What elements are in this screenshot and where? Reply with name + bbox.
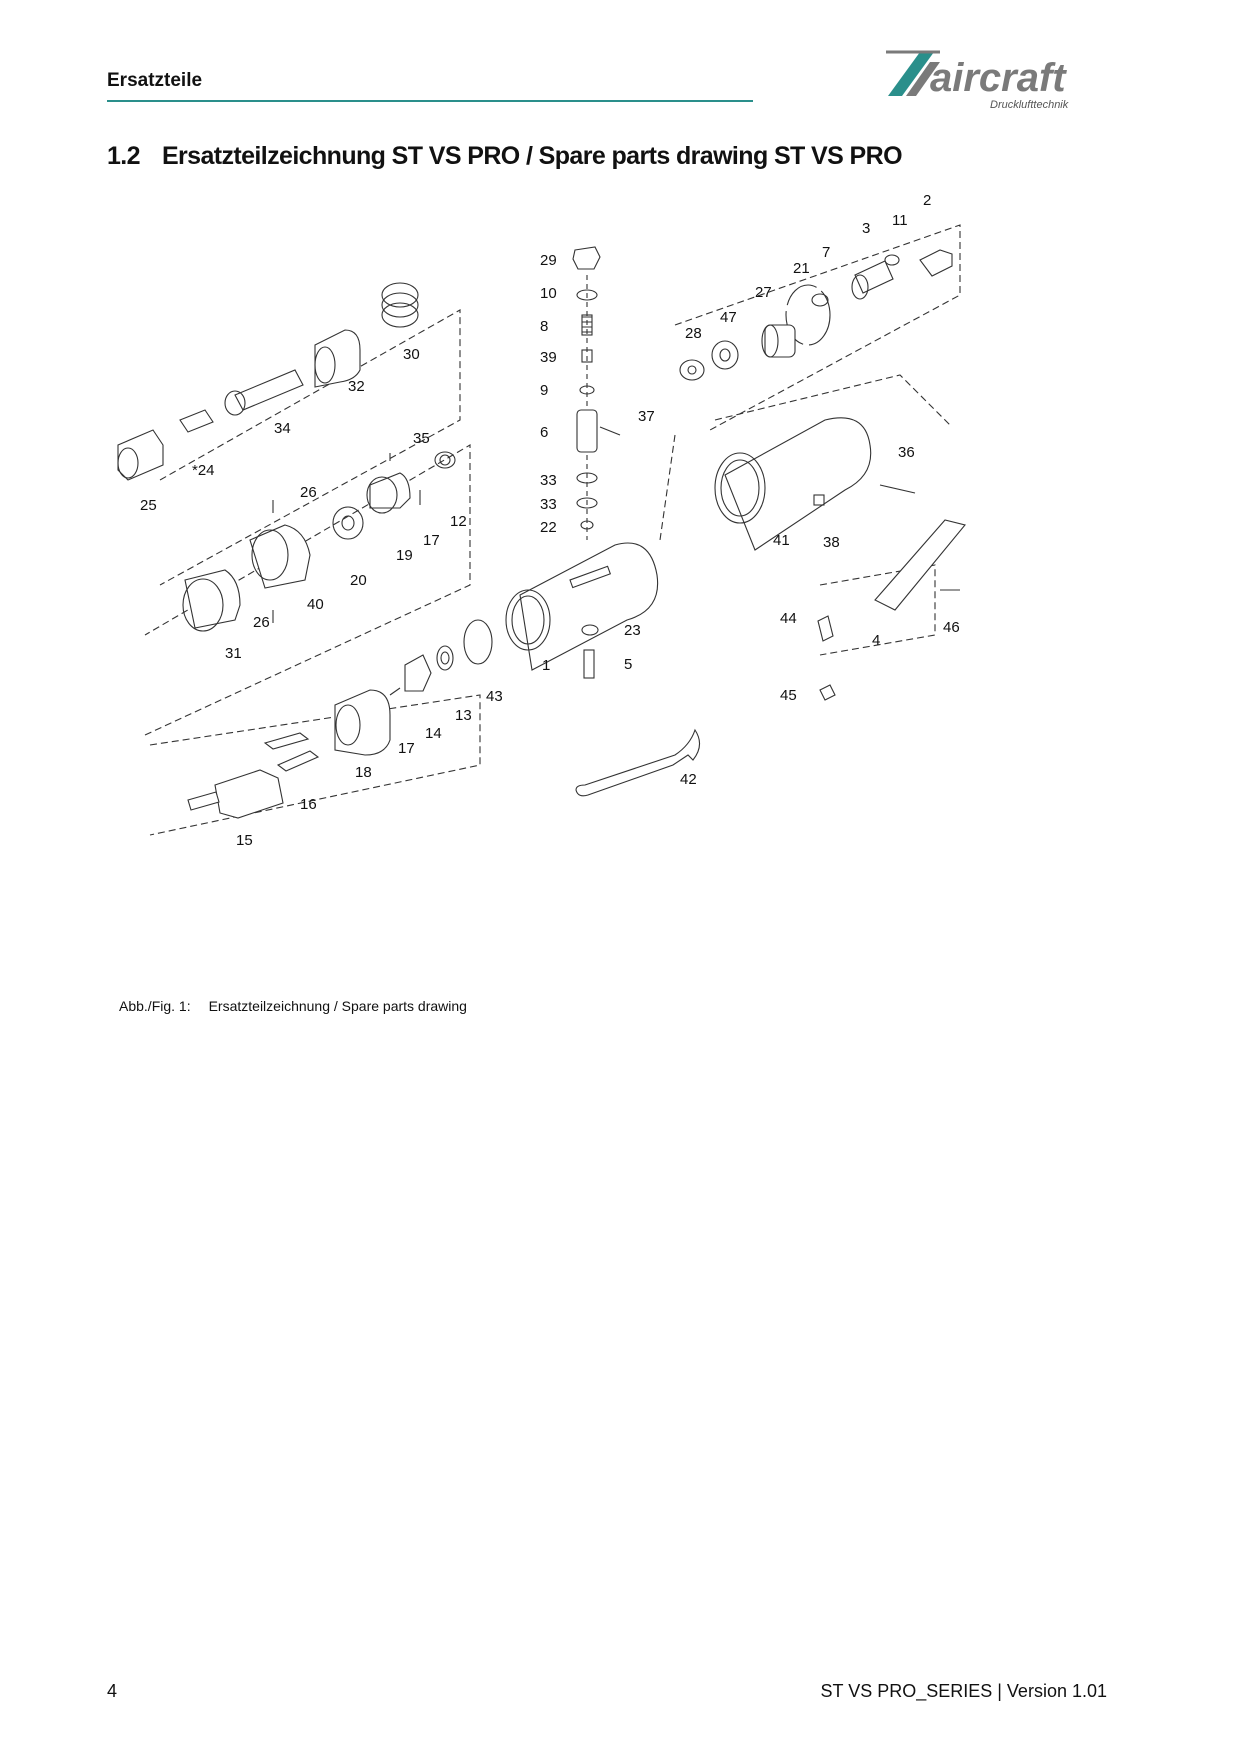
part-label: 29 [540,252,557,269]
part-label: 33 [540,496,557,513]
logo-brand-text: aircraft [930,56,1067,100]
part-label: 7 [822,244,830,261]
header-title: Ersatzteile [107,70,203,91]
part-label: 30 [403,346,420,363]
part-label: 40 [307,596,324,613]
part-label: 22 [540,519,557,536]
part-label: 28 [685,325,702,342]
aircraft-logo-icon: aircraft Drucklufttechnik [880,46,1110,112]
part-label: 17 [398,740,415,757]
footer-document-version: ST VS PRO_SERIES | Version 1.01 [820,1681,1107,1701]
part-label: 35 [413,430,430,447]
part-label: 20 [350,572,367,589]
part-label: 21 [793,260,810,277]
part-label: 23 [624,622,641,639]
part-label: 3 [862,220,870,237]
part-label: *24 [192,462,215,479]
logo-tagline: Drucklufttechnik [990,99,1069,111]
section-title: Ersatzteilzeichnung ST VS PRO / Spare pa… [161,142,903,170]
part-label: 25 [140,497,157,514]
part-label: 26 [253,614,270,631]
section-heading: 1.2 Ersatzteilzeichnung ST VS PRO / Spare… [107,142,903,171]
figure-caption-text: Ersatzteilzeichnung / Spare parts drawin… [208,998,467,1014]
part-label: 32 [348,378,365,395]
part-label: 5 [624,656,632,673]
part-label: 38 [823,534,840,551]
part-label: 42 [680,771,697,788]
header-divider [107,100,753,102]
page-number: 4 [107,1681,118,1701]
section-number: 1.2 [107,142,141,170]
part-label: 15 [236,832,253,849]
part-label: 9 [540,382,548,399]
part-label: 11 [892,212,908,229]
part-label: 39 [540,349,557,366]
part-label: 12 [450,513,467,530]
part-label: 31 [225,645,242,662]
part-label: 34 [274,420,291,437]
figure-caption: Abb./Fig. 1: Ersatzteilzeichnung / Spare … [119,998,467,1014]
part-label: 18 [355,764,372,781]
figure-label: Abb./Fig. 1: [119,998,191,1014]
part-label: 2 [923,195,931,209]
part-label: 13 [455,707,472,724]
part-label: 16 [300,796,317,813]
part-label: 37 [638,408,655,425]
part-label: 27 [755,284,772,301]
part-label: 1 [542,657,550,674]
part-label: 19 [396,547,413,564]
part-label: 43 [486,688,503,705]
part-label: 14 [425,725,442,742]
part-label: 8 [540,318,548,335]
part-label: 17 [423,532,440,549]
part-label: 41 [773,532,790,549]
part-label: 47 [720,309,737,326]
part-label: 44 [780,610,797,627]
part-label: 46 [943,619,960,636]
part-label: 36 [898,444,915,461]
part-label: 33 [540,472,557,489]
part-label: 4 [872,632,880,649]
part-label: 26 [300,484,317,501]
part-label: 6 [540,424,548,441]
part-label: 10 [540,285,557,302]
part-label: 45 [780,687,797,704]
